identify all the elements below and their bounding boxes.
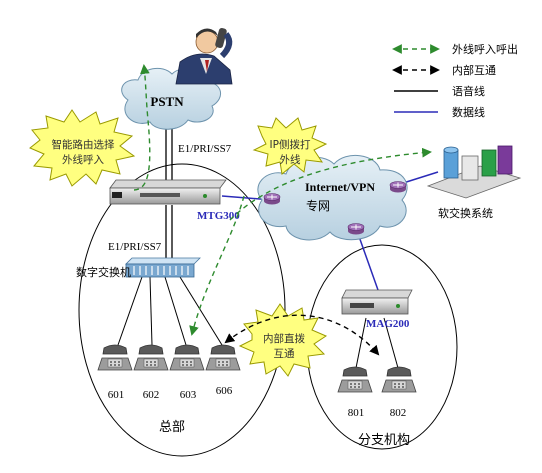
router-icon <box>263 193 281 205</box>
trunk-top-label: E1/PRI/SS7 <box>178 143 232 155</box>
legend-outside-call-label: 外线呼入呼出 <box>452 42 518 56</box>
phone-603-label: 603 <box>180 389 197 401</box>
branch-site-boundary <box>306 244 458 450</box>
phone-icon <box>381 366 417 393</box>
legend-voice-line-label: 语音线 <box>452 84 485 98</box>
mag200-label: MAG200 <box>366 318 410 330</box>
ip-dial-line1: IP侧拨打 <box>270 138 311 151</box>
phone-601-label: 601 <box>108 389 125 401</box>
mtg300-device <box>109 179 227 205</box>
hq-phone-lines <box>117 276 223 346</box>
branch-site-label: 分支机构 <box>358 433 410 448</box>
phone-602-label: 602 <box>143 389 160 401</box>
phone-icon <box>169 344 205 371</box>
internet-sub-label: 专网 <box>306 198 330 213</box>
phone-icon <box>337 366 373 393</box>
outside-call-paths <box>133 64 432 336</box>
pbx-device <box>125 257 201 278</box>
internet-cloud: Internet/VPN 专网 <box>257 154 408 241</box>
phone-icon <box>133 344 169 371</box>
hq-site-label: 总部 <box>159 420 185 435</box>
internal-dial-line2: 互通 <box>274 348 295 360</box>
ip-dial-callout: IP侧拨打 外线 <box>252 117 328 175</box>
phone-802-label: 802 <box>390 407 407 419</box>
smart-routing-line2: 外线呼入 <box>62 153 104 166</box>
softswitch-servers <box>426 145 522 199</box>
phone-icon <box>205 344 241 371</box>
router-icon <box>389 181 407 193</box>
pstn-label: PSTN <box>150 94 184 109</box>
phone-icon <box>97 344 133 371</box>
router-icon <box>347 223 365 235</box>
pbx-label: 数字交换机 <box>76 265 131 279</box>
hq-site-boundary <box>78 163 286 457</box>
phone-606-label: 606 <box>216 385 233 397</box>
internet-label: Internet/VPN <box>305 180 375 194</box>
legend: 外线呼入呼出 内部互通 语音线 数据线 <box>392 42 518 119</box>
smart-routing-line1: 智能路由选择 <box>52 138 115 151</box>
mtg300-label: MTG300 <box>197 210 240 222</box>
caller-person-icon <box>175 27 233 85</box>
legend-internal-call-label: 内部互通 <box>452 63 496 77</box>
ip-dial-line2: 外线 <box>280 153 301 166</box>
smart-routing-callout: 智能路由选择 外线呼入 <box>29 109 136 187</box>
internal-dial-line1: 内部直拨 <box>263 332 305 345</box>
softswitch-label: 软交换系统 <box>438 206 493 220</box>
trunk-bottom-label: E1/PRI/SS7 <box>108 241 162 253</box>
mag200-device <box>341 289 413 315</box>
internal-dial-callout: 内部直拨 互通 <box>238 303 328 377</box>
legend-data-line-label: 数据线 <box>452 105 485 119</box>
phone-801-label: 801 <box>348 407 365 419</box>
